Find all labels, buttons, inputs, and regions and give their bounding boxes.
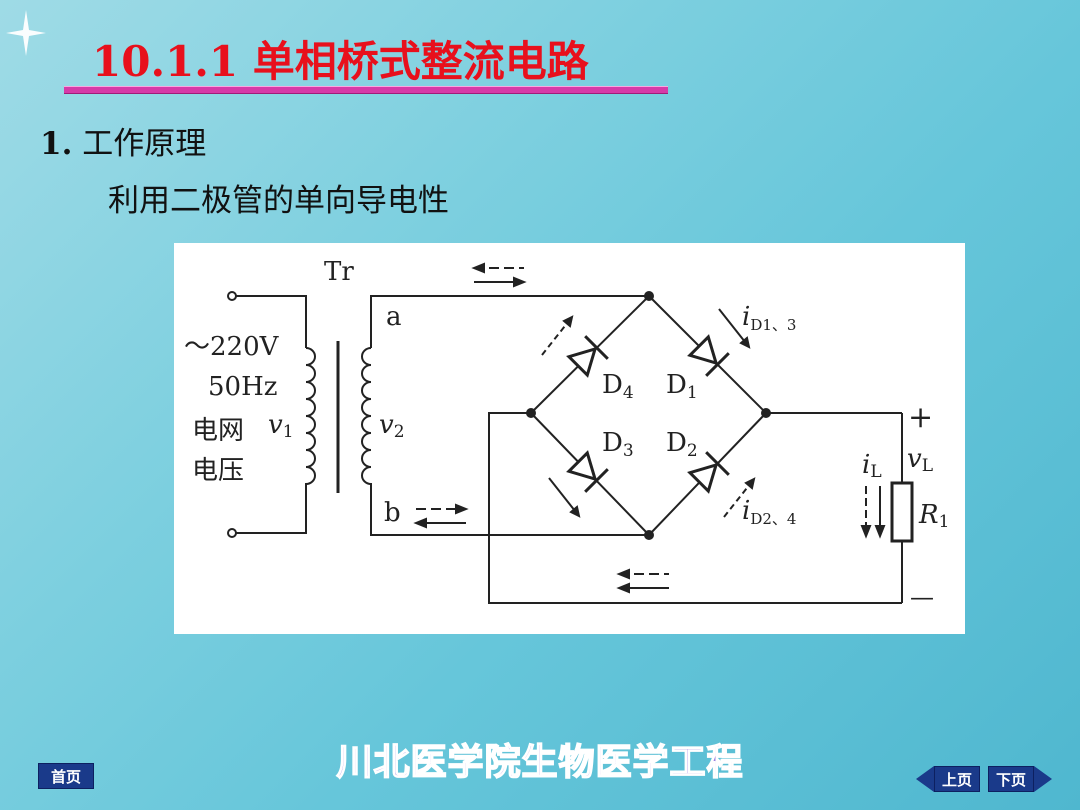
label-id24: iD2、4 <box>742 496 796 528</box>
section-title: 工作原理 <box>72 126 207 162</box>
wire-primary-top <box>236 295 307 348</box>
label-plus: + <box>908 400 933 435</box>
section-number: 1. <box>40 126 73 162</box>
node-top <box>644 291 654 301</box>
terminal-top <box>227 291 237 301</box>
title-underline <box>64 86 668 94</box>
label-node-b: b <box>384 498 401 528</box>
next-button[interactable]: 下页 <box>988 766 1034 792</box>
label-r1: R1 <box>918 500 949 532</box>
secondary-coil <box>361 347 372 485</box>
label-grid-1: 电网 <box>192 416 244 446</box>
section-heading: 1. 工作原理 <box>40 118 206 163</box>
node-bottom <box>644 530 654 540</box>
wire-primary-bottom <box>236 483 307 534</box>
terminal-bottom <box>227 528 237 538</box>
section-subheading: 利用二极管的单向导电性 <box>108 183 449 219</box>
label-d3: D3 <box>602 428 634 461</box>
diode-d2 <box>687 451 730 494</box>
home-button[interactable]: 首页 <box>38 763 94 789</box>
primary-coil <box>305 347 316 485</box>
diode-d1 <box>687 334 730 377</box>
load-resistor <box>890 481 914 543</box>
diode-d3 <box>566 450 609 493</box>
label-vl: vL <box>907 444 933 476</box>
wire-out-minus <box>488 412 902 604</box>
label-transformer: Tr <box>324 257 354 287</box>
label-il: iL <box>862 450 882 482</box>
footer-institution: 川北医学院生物医学工程 <box>336 741 744 784</box>
label-source-voltage: ～220V <box>184 332 280 362</box>
label-minus: — <box>910 583 934 611</box>
node-left <box>526 408 536 418</box>
wire-secondary-b <box>370 483 649 536</box>
circuit-svg: Tr ～220V 50Hz 电网 电压 v1 v2 a b D4 D1 D3 D… <box>184 257 949 611</box>
label-id13: iD1、3 <box>742 302 796 334</box>
node-right <box>761 408 771 418</box>
label-d2: D2 <box>666 428 698 461</box>
prev-button[interactable]: 上页 <box>934 766 980 792</box>
bridge-rectifier-diagram: Tr ～220V 50Hz 电网 电压 v1 v2 a b D4 D1 D3 D… <box>174 243 965 634</box>
wire-secondary-a <box>370 295 649 348</box>
slide-title: 10.1.1 单相桥式整流电路 <box>92 37 589 86</box>
label-v2: v2 <box>379 410 405 442</box>
label-v1: v1 <box>268 410 294 442</box>
sparkle-icon <box>6 10 46 56</box>
prev-arrow-icon[interactable] <box>916 766 934 792</box>
label-d4: D4 <box>602 370 634 403</box>
label-d1: D1 <box>666 370 698 403</box>
label-source-freq: 50Hz <box>208 372 277 402</box>
diode-d4 <box>566 335 609 378</box>
label-node-a: a <box>386 302 402 332</box>
label-grid-2: 电压 <box>192 456 244 486</box>
next-arrow-icon[interactable] <box>1034 766 1052 792</box>
